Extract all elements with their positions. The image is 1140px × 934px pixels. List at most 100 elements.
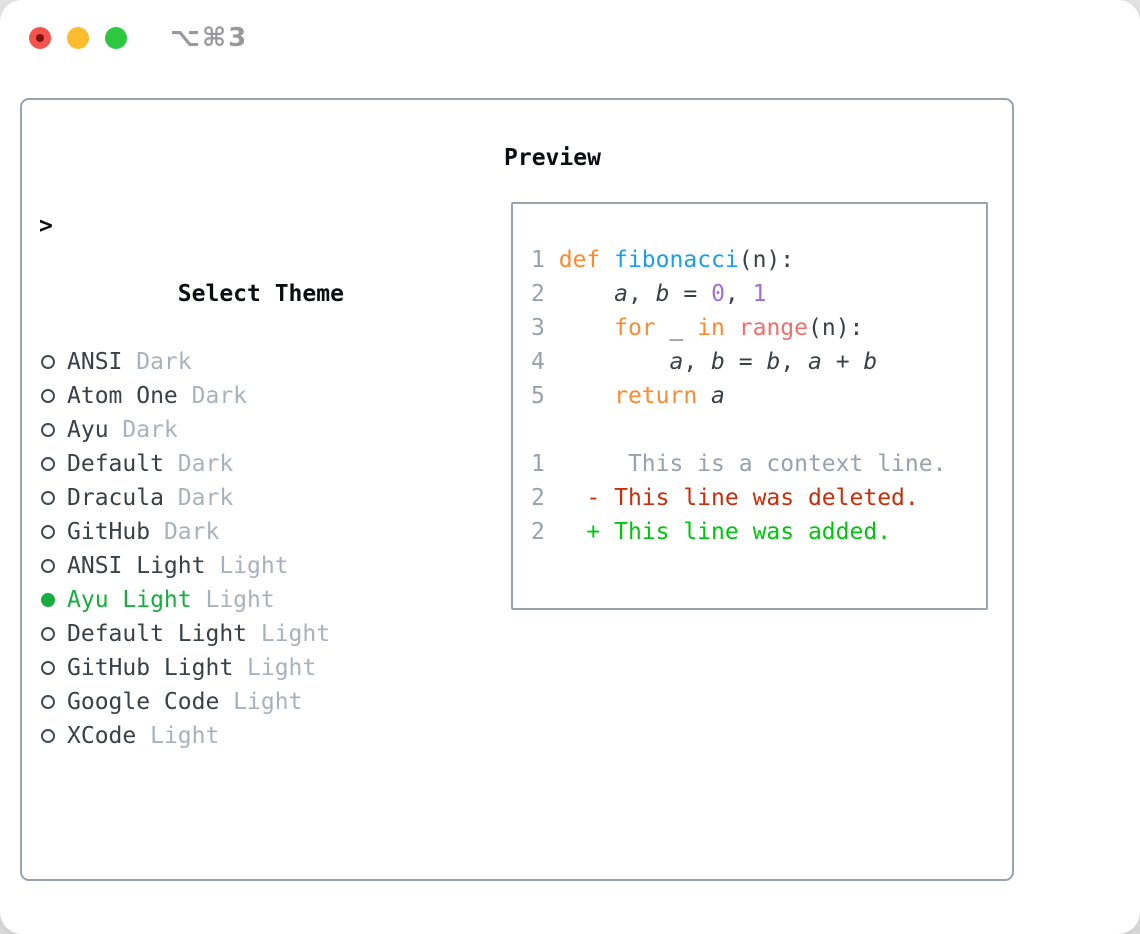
theme-list-heading: > Select Theme <box>39 209 427 307</box>
theme-variant: Dark <box>122 349 192 375</box>
radio-icon <box>41 491 55 505</box>
theme-name: GitHub <box>67 519 151 545</box>
theme-name: Default Light <box>67 621 248 647</box>
line-number: 2 <box>531 281 559 307</box>
line-number: 2 <box>531 485 559 511</box>
code-segment-keyword: return <box>614 383 698 409</box>
radio-icon <box>41 355 55 369</box>
code-segment-function: fibonacci <box>614 247 739 273</box>
radio-icon <box>41 423 55 437</box>
radio-icon <box>41 389 55 403</box>
theme-name: GitHub Light <box>67 655 234 681</box>
radio-icon <box>41 695 55 709</box>
code-segment-plain: _ <box>655 315 698 341</box>
code-line: 1 def fibonacci(n): <box>531 243 946 277</box>
radio-icon <box>41 661 55 675</box>
line-number: 4 <box>531 349 559 375</box>
close-button[interactable] <box>29 27 51 49</box>
theme-name: ANSI Light <box>67 553 206 579</box>
code-segment-var: a <box>808 349 822 375</box>
theme-variant: Light <box>247 621 331 647</box>
theme-variant: Light <box>136 723 220 749</box>
radio-icon <box>41 457 55 471</box>
code-line: 4 a, b = b, a + b <box>531 345 946 379</box>
code-segment-context: This is a context line. <box>558 451 947 477</box>
theme-name: Ayu <box>67 417 109 443</box>
code-segment-plain <box>559 315 614 341</box>
code-segment-var: b <box>655 281 670 307</box>
theme-option-atom-one[interactable]: Atom One Dark <box>39 379 427 413</box>
code-segment-deleted: - This line was deleted. <box>558 485 919 511</box>
code-segment-plain: + <box>821 349 864 375</box>
theme-option-ansi[interactable]: ANSI Dark <box>39 345 427 379</box>
theme-option-google-code[interactable]: Google Code Light <box>39 685 427 719</box>
theme-variant: Dark <box>177 383 248 409</box>
theme-variant: Light <box>219 689 303 715</box>
zoom-button[interactable] <box>105 27 127 49</box>
theme-option-ayu-light[interactable]: Ayu Light Light <box>39 583 427 617</box>
preview-heading: Preview <box>504 145 601 171</box>
code-segment-plain <box>559 349 670 375</box>
theme-variant: Dark <box>163 451 234 477</box>
code-segment-added: + This line was added. <box>558 519 892 545</box>
code-segment-plain: , <box>627 281 656 307</box>
theme-name: ANSI <box>67 349 123 375</box>
radio-icon <box>41 627 55 641</box>
theme-name: Atom One <box>67 383 178 409</box>
code-segment-plain: , <box>780 349 809 375</box>
theme-variant: Light <box>205 553 289 579</box>
code-segment-plain: = <box>669 281 712 307</box>
radio-icon <box>41 525 55 539</box>
theme-name: XCode <box>67 723 137 749</box>
theme-option-dracula[interactable]: Dracula Dark <box>39 481 427 515</box>
theme-option-github[interactable]: GitHub Dark <box>39 515 427 549</box>
radio-selected-icon <box>41 593 55 607</box>
line-number: 5 <box>531 383 559 409</box>
theme-option-default[interactable]: Default Dark <box>39 447 427 481</box>
theme-option-ayu[interactable]: Ayu Dark <box>39 413 427 447</box>
code-segment-plain <box>725 315 739 341</box>
minimize-button[interactable] <box>67 27 89 49</box>
line-number: 2 <box>531 519 559 545</box>
code-segment-keyword: def <box>558 247 601 273</box>
code-line: 1 This is a context line. <box>531 447 946 481</box>
code-segment-keyword: for <box>614 315 656 341</box>
theme-variant: Light <box>191 587 275 613</box>
code-segment-var: a <box>614 281 628 307</box>
code-segment-plain <box>559 383 614 409</box>
theme-variant: Dark <box>163 485 234 511</box>
theme-option-ansi-light[interactable]: ANSI Light Light <box>39 549 427 583</box>
theme-variant: Dark <box>108 417 178 443</box>
theme-list-heading-label: Select Theme <box>177 281 344 307</box>
code-segment-plain: , <box>724 281 753 307</box>
theme-option-xcode[interactable]: XCode Light <box>39 719 427 753</box>
line-number: 1 <box>531 451 559 477</box>
code-line <box>531 413 946 447</box>
code-segment-plain: , <box>683 349 712 375</box>
theme-variant: Dark <box>150 519 220 545</box>
traffic-lights <box>29 27 127 49</box>
theme-option-github-light[interactable]: GitHub Light Light <box>39 651 427 685</box>
spacer <box>39 855 427 889</box>
line-number: 1 <box>531 247 559 273</box>
code-segment-plain <box>697 383 711 409</box>
radio-icon <box>41 559 55 573</box>
code-segment-plain <box>600 247 614 273</box>
code-line: 3 for _ in range(n): <box>531 311 946 345</box>
selection-caret-icon: > <box>39 213 53 239</box>
code-line: 2 a, b = 0, 1 <box>531 277 946 311</box>
theme-name: Default <box>67 451 164 477</box>
titlebar: ⌥⌘3 <box>0 0 1140 76</box>
code-line: 5 return a <box>531 379 946 413</box>
theme-name: Google Code <box>67 689 220 715</box>
code-segment-var: b <box>711 349 725 375</box>
window-shortcut-label: ⌥⌘3 <box>170 23 249 53</box>
theme-option-default-light[interactable]: Default Light Light <box>39 617 427 651</box>
code-segment-var: b <box>766 349 781 375</box>
theme-variant: Light <box>233 655 317 681</box>
code-segment-keyword: in <box>697 315 725 341</box>
